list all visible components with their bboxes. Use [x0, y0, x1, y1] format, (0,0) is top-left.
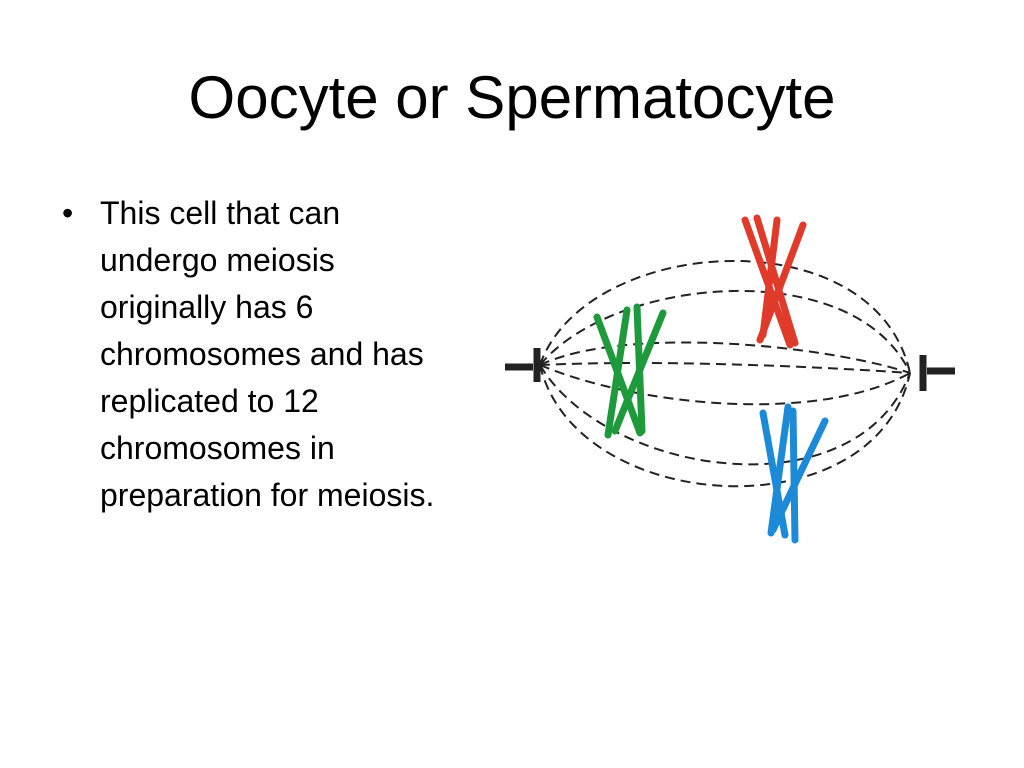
bullet-list: • This cell that can undergo meiosis ori…	[62, 190, 462, 519]
right-pole	[919, 355, 955, 391]
bullet-dot-icon: •	[62, 195, 74, 231]
spindle-fiber	[539, 259, 911, 374]
slide-title: Oocyte or Spermatocyte	[188, 64, 836, 131]
left-pole	[505, 348, 541, 382]
spindle-fiber	[539, 364, 911, 406]
green-chromosome	[593, 303, 667, 439]
spindle-fiber	[539, 364, 911, 488]
spindle-fiber	[539, 364, 911, 466]
spindle-fiber	[539, 362, 911, 374]
spindle-fibers	[539, 259, 911, 488]
bullet-text: This cell that can undergo meiosis origi…	[100, 195, 435, 513]
bullet-item: • This cell that can undergo meiosis ori…	[62, 190, 462, 519]
spindle-fiber	[539, 289, 911, 374]
spindle-diagram	[505, 214, 955, 544]
spindle-fiber	[539, 341, 911, 374]
blue-chromosome	[759, 403, 829, 544]
red-chromosome	[741, 214, 807, 349]
